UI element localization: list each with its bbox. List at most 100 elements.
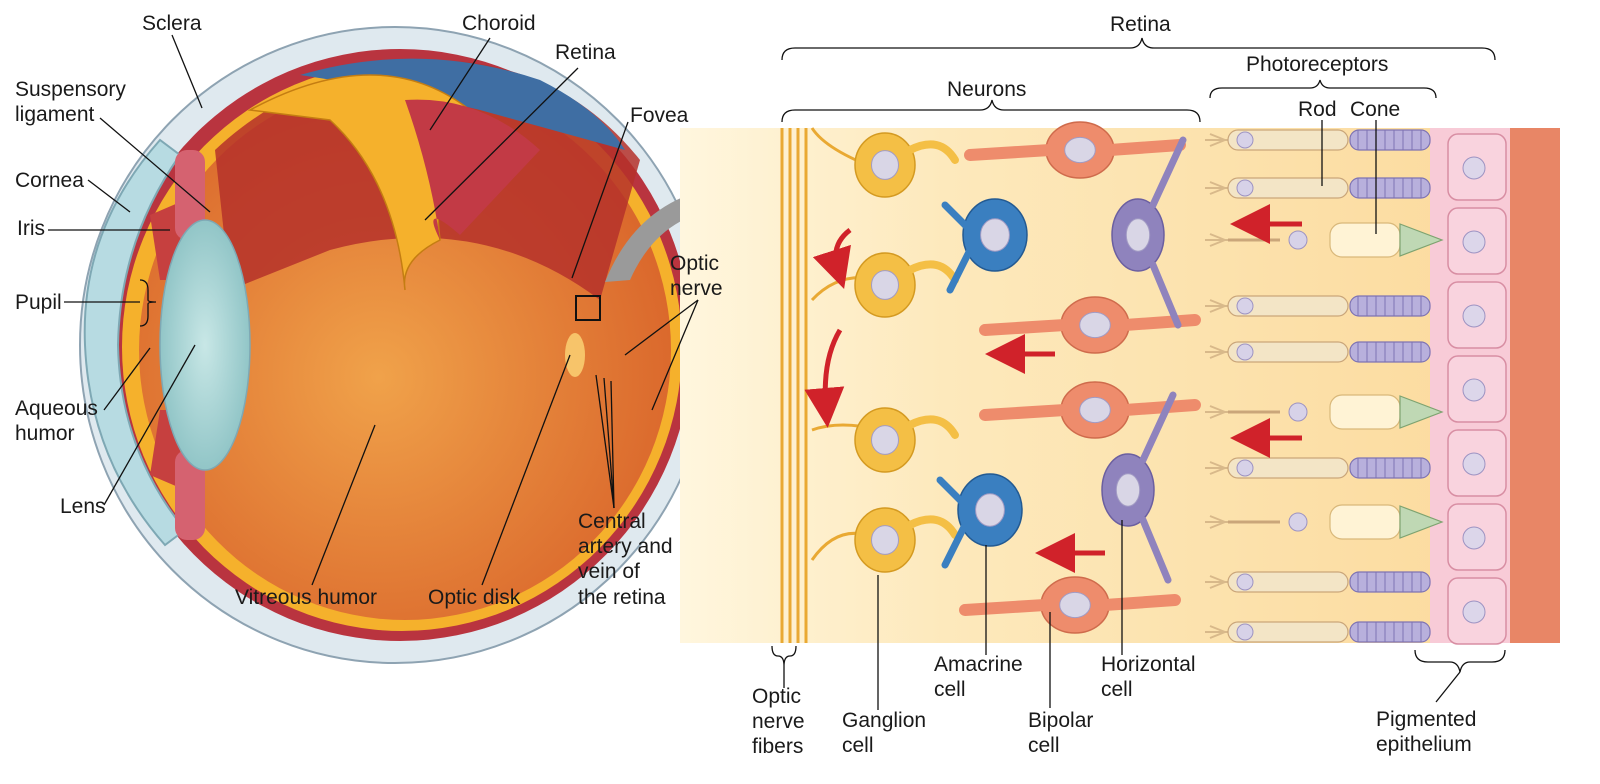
amacrine-cell — [941, 198, 1028, 294]
bipolar-cell — [964, 121, 1186, 179]
rod-cell — [1205, 295, 1431, 317]
neurons-bracket — [781, 99, 1201, 123]
label-fovea: Fovea — [630, 104, 689, 127]
rod-outer-segment — [1349, 341, 1431, 363]
label-pigmented-2: epithelium — [1376, 733, 1472, 756]
rod-inner-segment — [1227, 457, 1349, 479]
rod-cell — [1205, 621, 1431, 643]
horizontal-cell-nucleus — [1115, 473, 1141, 507]
rod-cell — [1205, 457, 1431, 479]
central-leader-a — [595, 374, 615, 509]
cone-nucleus — [1288, 512, 1308, 532]
pigment-leader — [1435, 671, 1461, 703]
amacrine-cell — [936, 473, 1023, 569]
choroid-leader — [429, 37, 491, 131]
ganglion-dendrite — [906, 415, 959, 439]
cone-cell — [1205, 504, 1444, 540]
cone-cell — [1205, 222, 1444, 258]
cone-nucleus — [1288, 402, 1308, 422]
eyeball — [79, 26, 747, 664]
label-bipolar-1: Bipolar — [1028, 709, 1093, 732]
sclera-leader — [171, 34, 203, 109]
rod-nucleus — [1236, 573, 1254, 591]
cone-inner-segment — [1329, 504, 1401, 540]
label-central-4: the retina — [578, 586, 666, 609]
rod-nucleus — [1236, 459, 1254, 477]
horizontal-process — [1139, 391, 1177, 584]
optic-nerve-fibers — [780, 127, 881, 643]
label-optic-disk: Optic disk — [428, 586, 521, 609]
rod-inner-segment — [1227, 129, 1349, 151]
rod-nucleus — [1236, 623, 1254, 641]
label-bipolar-2: cell — [1028, 734, 1060, 757]
label-ganglion-2: cell — [842, 734, 874, 757]
label-horizontal-1: Horizontal — [1101, 653, 1196, 676]
ganglion-dendrite — [906, 515, 959, 539]
label-suspensory-1: Suspensory — [15, 78, 126, 101]
horizontal-process — [1149, 136, 1187, 329]
rod-cell — [1205, 341, 1431, 363]
label-photoreceptors: Photoreceptors — [1246, 53, 1388, 76]
retina-bracket — [781, 37, 1496, 61]
label-central-1: Central — [578, 510, 646, 533]
rod-outer-segment — [1349, 177, 1431, 199]
lens-leader — [103, 344, 196, 506]
rod-outer-segment — [1349, 621, 1431, 643]
rod-nucleus — [1236, 179, 1254, 197]
cone-outer-segment — [1399, 223, 1444, 257]
ganglion-cell — [854, 252, 959, 318]
iris-shape — [150, 200, 185, 490]
bipolar-cell-nucleus — [1064, 136, 1096, 164]
cone-nucleus — [1288, 230, 1308, 250]
ciliary-body-bottom — [175, 450, 205, 540]
retina-eye-leader — [424, 67, 579, 221]
label-ganglion-1: Ganglion — [842, 709, 926, 732]
label-horizontal-2: cell — [1101, 678, 1133, 701]
rod-outer-segment — [1349, 457, 1431, 479]
optic-disk-shape — [565, 333, 585, 377]
ganglion-cell-nucleus — [871, 270, 899, 300]
rod-inner-segment — [1227, 177, 1349, 199]
label-iris: Iris — [17, 217, 45, 240]
central-leader-c — [610, 380, 615, 509]
label-pigmented-1: Pigmented — [1376, 708, 1476, 731]
bipolar-process — [964, 139, 1186, 161]
choroid-flap — [405, 99, 540, 240]
fovea-leader — [571, 121, 629, 279]
horizontal-cell — [1111, 136, 1187, 329]
rod-nucleus — [1236, 131, 1254, 149]
cone-outer-segment — [1399, 505, 1444, 539]
label-choroid: Choroid — [462, 12, 536, 35]
label-optic-nerve-1: Optic — [670, 252, 719, 275]
cornea-leader — [87, 179, 131, 213]
choroid-edge — [1510, 128, 1560, 643]
label-central-2: artery and — [578, 535, 673, 558]
pupil-leader — [64, 279, 157, 327]
label-onf-1: Optic — [752, 685, 801, 708]
rod-inner-segment — [1227, 621, 1349, 643]
label-cone: Cone — [1350, 98, 1400, 121]
rod-inner-segment — [1227, 571, 1349, 593]
bipolar-cell — [959, 576, 1181, 634]
lens-shape — [159, 219, 251, 471]
photoreceptors-bracket — [1209, 79, 1437, 99]
label-optic-nerve-2: nerve — [670, 277, 723, 300]
rod-outer-segment — [1349, 129, 1431, 151]
retina-panel — [680, 121, 1560, 645]
rod-cell — [1205, 571, 1431, 593]
rod-inner-segment — [1227, 295, 1349, 317]
rod-inner-segment — [1227, 341, 1349, 363]
label-amacrine-1: Amacrine — [934, 653, 1023, 676]
horizontal-cell — [1101, 391, 1177, 584]
vitreous-leader — [311, 424, 376, 586]
amacrine-process — [936, 476, 969, 569]
label-onf-3: fibers — [752, 735, 803, 758]
ganglion-cell-nucleus — [871, 525, 899, 555]
signal-arrow — [812, 228, 852, 290]
label-central-3: vein of — [578, 560, 640, 583]
bipolar-process — [979, 314, 1201, 336]
retina-band — [680, 128, 1560, 643]
ganglion-dendrite — [906, 140, 959, 164]
bipolar-process — [979, 399, 1201, 421]
